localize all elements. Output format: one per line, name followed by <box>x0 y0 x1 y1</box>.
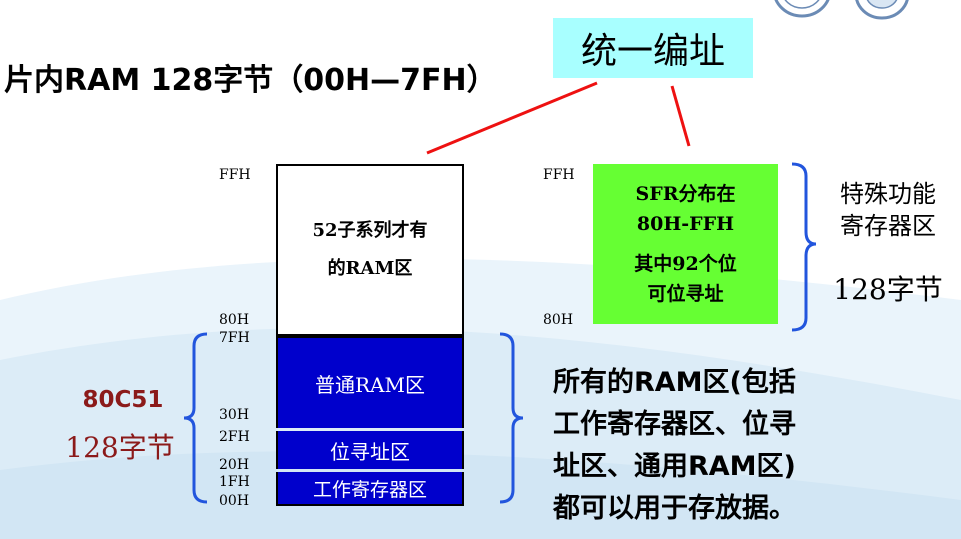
working-register-region: 工作寄存器区 <box>276 472 464 506</box>
addr-2fh: 2FH <box>219 429 250 445</box>
note-line2: 工作寄存器区、位寻 <box>553 409 796 440</box>
addr-30h: 30H <box>219 407 250 423</box>
sfr-label-line2: 寄存器区 <box>840 212 936 240</box>
sfr-area-label: 特殊功能 寄存器区 <box>818 178 958 242</box>
addr-80h-left: 80H <box>219 312 250 328</box>
addr-ffh-left: FFH <box>219 167 251 183</box>
sfr-line4: 可位寻址 <box>647 283 724 305</box>
chip-ram-size: 128字节 <box>65 431 175 464</box>
university-logo <box>772 0 832 22</box>
page-title: 片内RAM 128字节（00H—7FH） <box>4 63 497 98</box>
sfr-label-line1: 特殊功能 <box>840 180 936 208</box>
sfr-line1: SFR分布在 <box>635 183 736 205</box>
upper-region-line1: 52子系列才有 <box>312 220 428 241</box>
note-line1: 所有的RAM区(包括 <box>553 367 796 398</box>
addr-1fh: 1FH <box>219 474 250 490</box>
addr-00h: 00H <box>219 493 250 509</box>
note-line4: 都可以用于存放据。 <box>553 493 796 524</box>
note-line3: 址区、通用RAM区) <box>553 451 796 482</box>
ram-usage-note: 所有的RAM区(包括 工作寄存器区、位寻 址区、通用RAM区) 都可以用于存放据… <box>553 362 873 530</box>
upper-ram-region: 52子系列才有 的RAM区 <box>276 164 464 336</box>
bit-addressable-region: 位寻址区 <box>276 431 464 469</box>
sfr-region: SFR分布在 80H-FFH 其中92个位 可位寻址 <box>593 164 778 324</box>
sfr-line3: 其中92个位 <box>634 253 737 275</box>
addr-20h: 20H <box>219 457 250 473</box>
addr-ffh-right: FFH <box>543 167 575 183</box>
chip-name: 80C51 <box>82 387 164 413</box>
unified-addressing-label: 统一编址 <box>553 18 753 78</box>
upper-region-line2: 的RAM区 <box>327 258 413 279</box>
general-ram-region: 普通RAM区 <box>276 336 464 428</box>
sfr-size-label: 128字节 <box>833 273 943 306</box>
addr-80h-right: 80H <box>543 312 574 328</box>
sfr-line2: 80H-FFH <box>636 213 735 235</box>
school-emblem-icon <box>852 0 912 26</box>
addr-7fh: 7FH <box>219 330 250 346</box>
